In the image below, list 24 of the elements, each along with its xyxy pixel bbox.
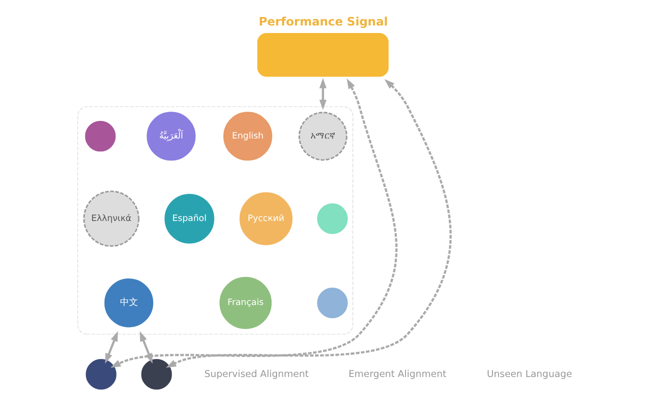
cluster [76, 106, 353, 335]
node-circle [85, 359, 116, 390]
arrow [165, 79, 451, 368]
node-circle: اَلْعَرَبِيَّةُ [146, 112, 196, 161]
node-circle: 中文 [104, 278, 153, 328]
node-circle: አማርኛ [298, 112, 347, 161]
legend-label: Emergent Alignment [348, 368, 446, 380]
arrow [104, 331, 118, 364]
legend-label: Unseen Language [486, 368, 572, 380]
arrow [110, 78, 397, 368]
arrow [318, 78, 326, 110]
node-circle [140, 359, 172, 390]
node-circle: English [222, 112, 272, 161]
node-box [256, 32, 388, 77]
node-circle: Español [164, 194, 214, 244]
node-circle: Ελληνικά [82, 190, 139, 247]
node-circle [316, 288, 348, 318]
legend-label: Supervised Alignment [204, 368, 308, 380]
node-circle: Français [219, 276, 272, 329]
node-label: Performance Signal [258, 14, 388, 29]
node-circle [316, 203, 348, 234]
node-circle: Русский [239, 192, 292, 246]
node-circle [84, 120, 116, 152]
arrow [139, 331, 152, 364]
